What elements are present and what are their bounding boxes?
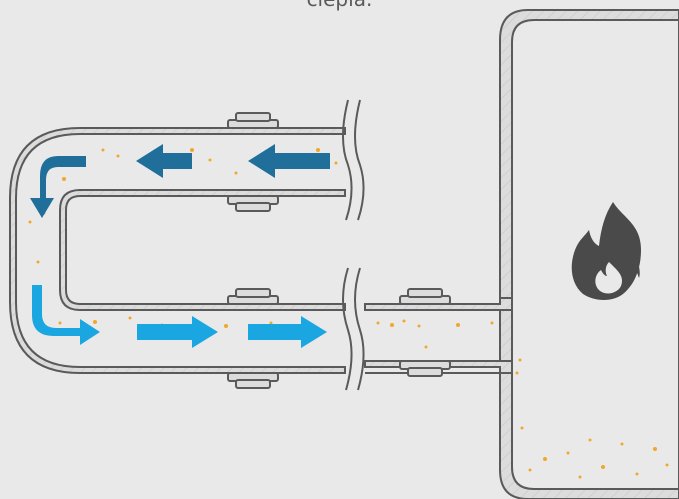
arrow-icon — [248, 144, 330, 178]
arrow-icon — [248, 316, 327, 348]
caption-text: ciepła. — [0, 0, 679, 11]
pipe-loop — [9, 127, 346, 374]
pipe-coupling-icon — [227, 112, 451, 389]
return-flow-arrows — [30, 144, 330, 218]
arrow-icon — [30, 156, 86, 218]
arrow-icon — [136, 144, 192, 178]
pipe-break-icon — [342, 99, 365, 391]
arrow-icon — [32, 285, 100, 345]
arrow-icon — [137, 316, 218, 348]
flame-icon — [571, 202, 641, 300]
supply-flow-arrows — [32, 285, 327, 348]
